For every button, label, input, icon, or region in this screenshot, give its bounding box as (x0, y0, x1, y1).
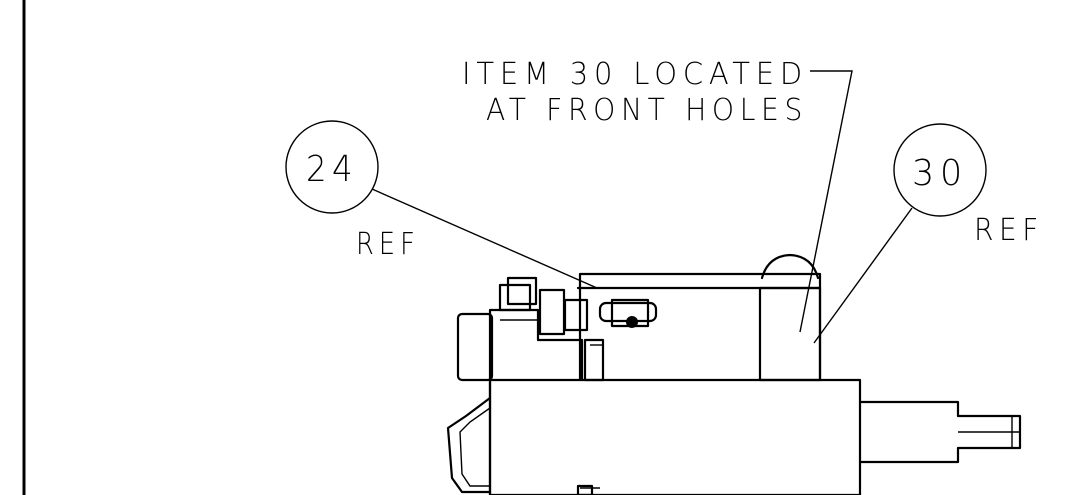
balloon-30-leader (813, 207, 913, 344)
balloon-30-number: 30 (912, 153, 968, 194)
balloon-24-number: 24 (306, 149, 358, 190)
connector-block-a (498, 283, 532, 312)
assembly-side-view (446, 253, 1022, 495)
front-foot (446, 396, 492, 494)
front-body (488, 308, 584, 495)
note-line-2: AT FRONT HOLES (486, 93, 808, 128)
front-foot-inner (459, 407, 491, 487)
balloon-24-leader (371, 188, 598, 289)
balloon-24-circle (285, 120, 379, 214)
connector-block-d (563, 298, 589, 332)
balloon-24-ref: REF (356, 227, 420, 262)
main-body (488, 378, 862, 495)
bracket-item-30 (758, 286, 822, 382)
note-leader-line (799, 70, 853, 333)
balloon-30-circle (893, 123, 987, 217)
bracket-dome (760, 253, 820, 280)
connector-block-b (506, 276, 538, 306)
latch-pin (626, 316, 638, 328)
balloon-24: 24 REF (285, 120, 598, 289)
balloon-30-ref: REF (974, 213, 1044, 248)
balloon-30: 30 REF (813, 123, 1044, 344)
note-line-1: ITEM 30 LOCATED (462, 57, 808, 92)
connector-block-c (538, 288, 566, 336)
base-foot (576, 484, 594, 495)
connector-block-e (583, 338, 605, 382)
note-callout: ITEM 30 LOCATED AT FRONT HOLES (462, 57, 853, 333)
left-knob (456, 312, 494, 382)
